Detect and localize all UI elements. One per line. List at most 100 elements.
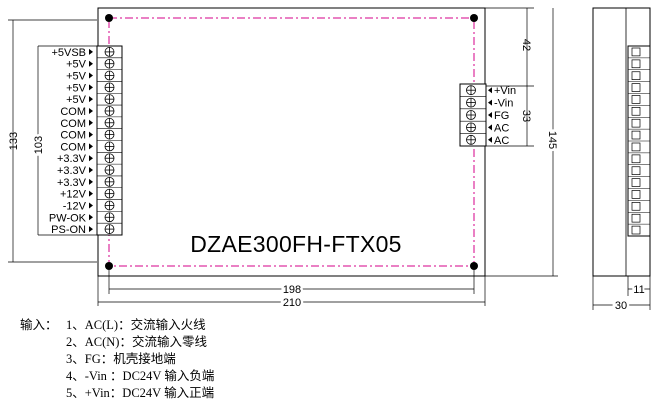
output-pin-label: +3.3V bbox=[57, 153, 87, 165]
svg-text:145: 145 bbox=[546, 131, 558, 149]
pin-arrow-icon bbox=[89, 72, 93, 79]
input-screws bbox=[460, 85, 486, 145]
output-screw bbox=[104, 129, 115, 140]
output-pin-label: PW-OK bbox=[49, 212, 87, 224]
dim-height-board: 133 bbox=[8, 132, 20, 150]
pin-arrow-icon bbox=[89, 143, 93, 150]
output-screw bbox=[104, 117, 115, 128]
input-screw bbox=[466, 97, 476, 108]
pin-arrow-icon bbox=[89, 178, 93, 185]
notes-prefix: 输入： bbox=[20, 318, 58, 332]
pin-arrow-icon bbox=[89, 60, 93, 67]
pin-arrow-icon bbox=[89, 214, 93, 221]
svg-text:210: 210 bbox=[283, 297, 301, 309]
output-screw bbox=[104, 224, 115, 234]
output-pin-label: +3.3V bbox=[57, 165, 87, 177]
note-row: 4、-Vin ：DC24V 输入负端 bbox=[20, 368, 214, 385]
dim-side-terminal: 11 bbox=[633, 284, 644, 296]
pin-arrow-icon bbox=[89, 167, 93, 174]
output-pin-label: COM bbox=[60, 141, 86, 153]
output-pin-label: +5V bbox=[66, 71, 87, 83]
output-pin-label: +5V bbox=[66, 82, 87, 94]
dim-hole-spacing: 198 bbox=[283, 284, 301, 296]
note-row: 2、AC(N)：交流输入零线 bbox=[20, 334, 214, 351]
output-screw bbox=[104, 212, 115, 223]
output-pin-label: +12V bbox=[60, 189, 87, 201]
note-row: 输入： 1、AC(L)：交流输入火线 bbox=[20, 317, 214, 334]
output-screw bbox=[104, 94, 115, 105]
input-pin-label: FG bbox=[494, 110, 509, 122]
pin-arrow-icon bbox=[488, 99, 492, 106]
input-pin-label: +Vin bbox=[494, 85, 516, 97]
pin-arrow-icon bbox=[89, 131, 93, 138]
pin-arrow-icon bbox=[488, 136, 492, 143]
output-pin-label: +3.3V bbox=[57, 177, 87, 189]
mounting-hole-bottom-right bbox=[470, 262, 478, 270]
pin-arrow-icon bbox=[89, 202, 93, 209]
pin-arrow-icon bbox=[89, 84, 93, 91]
note-line: 2、AC(N)：交流输入零线 bbox=[66, 335, 207, 349]
input-screw bbox=[466, 122, 476, 133]
pin-arrow-icon bbox=[89, 48, 93, 55]
pin-arrow-icon bbox=[89, 96, 93, 103]
mounting-hole-top-left bbox=[105, 14, 113, 22]
note-row: 5、+Vin：DC24V 输入正端 bbox=[20, 385, 214, 402]
output-screw bbox=[104, 141, 115, 152]
input-pin-label: AC bbox=[494, 122, 509, 134]
output-screw bbox=[104, 200, 115, 211]
output-screws bbox=[97, 47, 122, 234]
output-pin-labels: +5VSB+5V+5V+5V+5VCOMCOMCOMCOM+3.3V+3.3V+… bbox=[49, 47, 93, 236]
model-label: DZAE300FH-FTX05 bbox=[190, 231, 402, 257]
svg-text:30: 30 bbox=[615, 300, 627, 312]
input-pin-label: -Vin bbox=[494, 98, 513, 110]
output-pin-label: +5V bbox=[66, 59, 87, 71]
output-screw bbox=[104, 153, 115, 164]
output-screw bbox=[104, 70, 115, 81]
pin-arrow-icon bbox=[488, 87, 492, 94]
output-pin-label: COM bbox=[60, 106, 86, 118]
input-pin-label: AC bbox=[494, 135, 509, 147]
output-screw bbox=[104, 82, 115, 93]
note-line: 1、AC(L)：交流输入火线 bbox=[66, 318, 206, 332]
note-line: 3、FG：机壳接地端 bbox=[66, 352, 176, 366]
output-screw bbox=[104, 165, 115, 175]
output-screw bbox=[104, 58, 115, 69]
pin-arrow-icon bbox=[89, 190, 93, 197]
output-pin-label: PS-ON bbox=[51, 224, 86, 236]
dim-side-depth: 30 bbox=[615, 300, 627, 312]
pin-arrow-icon bbox=[89, 155, 93, 162]
svg-text:103: 103 bbox=[33, 136, 45, 154]
dim-height-total: 145 bbox=[546, 131, 558, 149]
output-pin-label: COM bbox=[60, 118, 86, 130]
hole-centerline bbox=[108, 17, 475, 267]
output-pin-label: COM bbox=[60, 130, 86, 142]
dim-input-block: 33 bbox=[520, 110, 532, 122]
note-row: 3、FG：机壳接地端 bbox=[20, 351, 214, 368]
dim-width-total: 210 bbox=[283, 297, 301, 309]
svg-text:198: 198 bbox=[283, 284, 301, 296]
input-notes: 输入： 1、AC(L)：交流输入火线 2、AC(N)：交流输入零线 3、FG：机壳… bbox=[20, 317, 214, 402]
note-line: 5、+Vin：DC24V 输入正端 bbox=[66, 386, 215, 400]
svg-text:11: 11 bbox=[633, 284, 644, 296]
pin-arrow-icon bbox=[89, 107, 93, 114]
mounting-hole-bottom-left bbox=[105, 262, 113, 270]
output-screw bbox=[104, 106, 115, 116]
output-pin-label: +5V bbox=[66, 94, 87, 106]
pin-arrow-icon bbox=[89, 119, 93, 126]
side-terminal-teeth bbox=[628, 45, 650, 235]
dim-input-offset: 42 bbox=[520, 39, 532, 51]
output-screw bbox=[104, 47, 115, 57]
output-pin-label: +5VSB bbox=[51, 47, 86, 59]
output-pin-label: -12V bbox=[63, 200, 87, 212]
output-screw bbox=[104, 176, 115, 187]
input-screw bbox=[466, 85, 476, 96]
pin-arrow-icon bbox=[488, 112, 492, 118]
mounting-hole-top-right bbox=[470, 14, 478, 22]
input-screw bbox=[466, 110, 476, 120]
pin-arrow-icon bbox=[89, 226, 93, 233]
pin-arrow-icon bbox=[488, 124, 492, 131]
input-screw bbox=[466, 134, 476, 145]
output-screw bbox=[104, 188, 115, 199]
